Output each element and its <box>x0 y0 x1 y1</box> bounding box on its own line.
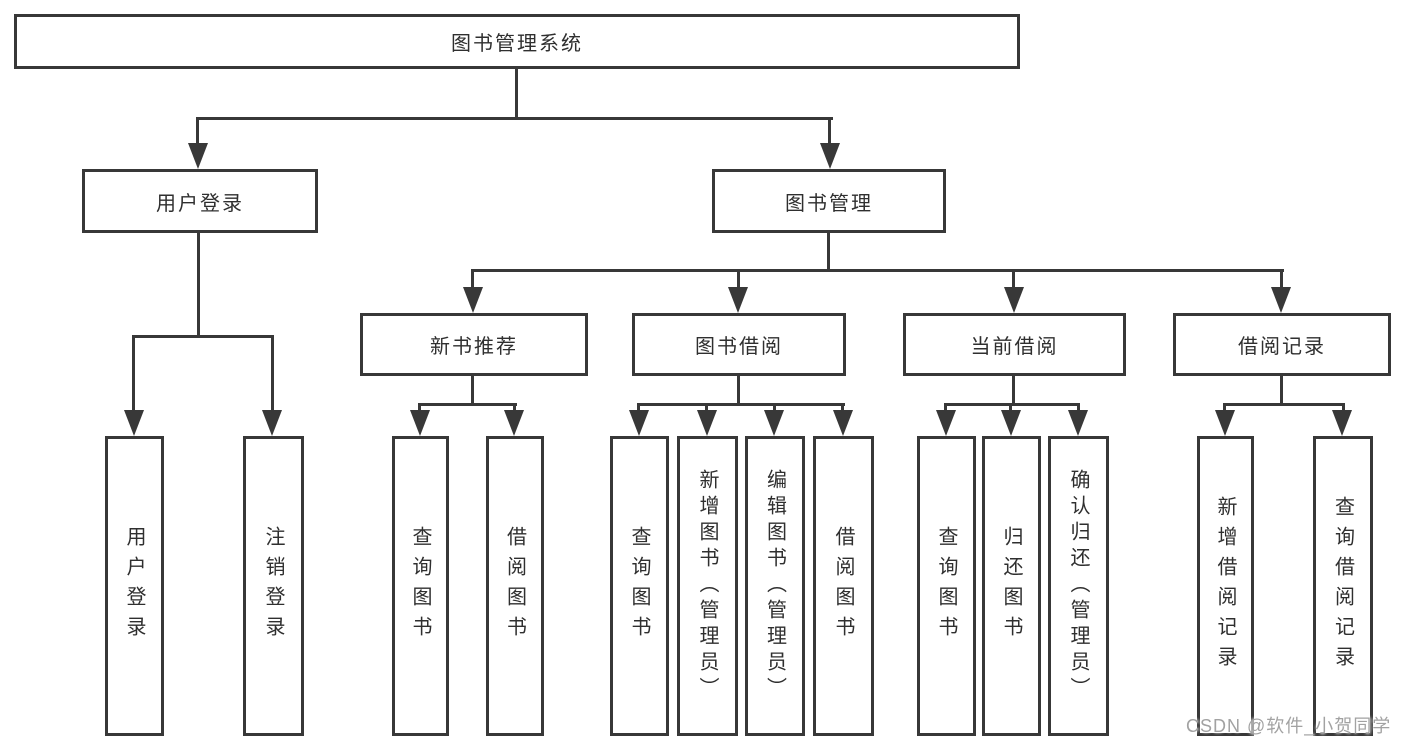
node-book-borrow: 图书借阅 <box>632 313 846 376</box>
connector-line <box>705 403 708 413</box>
node-user-login: 用户登录 <box>82 169 318 233</box>
leaf-logout: 注销登录 <box>243 436 304 736</box>
connector-line <box>1223 403 1226 413</box>
arrow-down-icon <box>820 143 840 169</box>
leaf-label: 查询图书 <box>628 526 650 646</box>
connector-line <box>132 335 274 338</box>
node-label: 图书管理 <box>785 192 873 215</box>
arrow-down-icon <box>1332 410 1352 436</box>
connector-line <box>827 233 830 272</box>
arrow-down-icon <box>410 410 430 436</box>
connector-line <box>197 232 200 338</box>
node-book-management: 图书管理 <box>712 169 946 233</box>
arrow-down-icon <box>504 410 524 436</box>
connector-line <box>637 403 640 413</box>
leaf-bb-add-book-admin: 新增图书（管理员） <box>677 436 738 736</box>
connector-line <box>1009 403 1012 413</box>
connector-line <box>196 117 199 145</box>
leaf-nbr-borrow-book: 借阅图书 <box>486 436 544 736</box>
connector-line <box>828 117 831 145</box>
leaf-label: 确认归还（管理员） <box>1067 469 1089 703</box>
arrow-down-icon <box>697 410 717 436</box>
node-label: 当前借阅 <box>970 336 1059 358</box>
arrow-down-icon <box>936 410 956 436</box>
connector-line <box>1223 403 1345 406</box>
connector-line <box>471 269 1284 272</box>
node-new-book-recommend: 新书推荐 <box>360 313 588 376</box>
leaf-br-query-record: 查询借阅记录 <box>1313 436 1373 736</box>
leaf-label: 新增借阅记录 <box>1214 496 1236 676</box>
connector-line <box>418 403 517 406</box>
arrow-down-icon <box>262 410 282 436</box>
node-label: 新书推荐 <box>430 336 518 358</box>
connector-line <box>1012 375 1015 406</box>
node-current-borrow: 当前借阅 <box>903 313 1126 376</box>
connector-line <box>944 403 1080 406</box>
leaf-cb-query-book: 查询图书 <box>917 436 976 736</box>
arrow-down-icon <box>124 410 144 436</box>
leaf-label: 借阅图书 <box>832 526 854 646</box>
leaf-label: 用户登录 <box>123 526 145 646</box>
arrow-down-icon <box>463 287 483 313</box>
connector-line <box>841 403 844 413</box>
leaf-nbr-query-book: 查询图书 <box>392 436 449 736</box>
arrow-down-icon <box>188 143 208 169</box>
connector-line <box>471 375 474 406</box>
node-label: 借阅记录 <box>1238 336 1326 358</box>
leaf-bb-query-book: 查询图书 <box>610 436 669 736</box>
leaf-cb-return-book: 归还图书 <box>982 436 1041 736</box>
leaf-br-add-record: 新增借阅记录 <box>1197 436 1254 736</box>
connector-line <box>773 403 776 413</box>
node-label: 图书管理系统 <box>451 33 583 55</box>
connector-line <box>944 403 947 413</box>
connector-line <box>1012 269 1015 289</box>
leaf-label: 借阅图书 <box>503 526 526 646</box>
arrow-down-icon <box>1068 410 1088 436</box>
leaf-bb-edit-book-admin: 编辑图书（管理员） <box>745 436 805 736</box>
leaf-label: 查询图书 <box>935 526 957 646</box>
node-label: 用户登录 <box>156 192 244 215</box>
connector-line <box>637 403 845 406</box>
watermark: CSDN @软件_小贺同学 <box>1186 716 1392 736</box>
connector-line <box>1280 269 1283 289</box>
connector-line <box>418 403 421 413</box>
connector-line <box>271 335 274 412</box>
leaf-label: 编辑图书（管理员） <box>763 469 786 703</box>
leaf-label: 新增图书（管理员） <box>696 469 718 703</box>
connector-line <box>196 117 833 120</box>
leaf-bb-borrow-book: 借阅图书 <box>813 436 874 736</box>
connector-line <box>737 375 740 406</box>
connector-line <box>1077 403 1080 413</box>
leaf-user-login: 用户登录 <box>105 436 164 736</box>
connector-line <box>132 335 135 412</box>
leaf-label: 注销登录 <box>262 526 284 646</box>
connector-line <box>515 68 518 120</box>
arrow-down-icon <box>833 410 853 436</box>
leaf-label: 归还图书 <box>1000 526 1022 646</box>
arrow-down-icon <box>1001 410 1021 436</box>
node-label: 图书借阅 <box>695 336 783 358</box>
arrow-down-icon <box>728 287 748 313</box>
connector-line <box>471 269 474 289</box>
arrow-down-icon <box>764 410 784 436</box>
arrow-down-icon <box>1271 287 1291 313</box>
node-borrow-record: 借阅记录 <box>1173 313 1391 376</box>
leaf-cb-confirm-return-admin: 确认归还（管理员） <box>1048 436 1109 736</box>
connector-line <box>1342 403 1345 413</box>
connector-line <box>1280 375 1283 406</box>
arrow-down-icon <box>1004 287 1024 313</box>
leaf-label: 查询借阅记录 <box>1331 496 1354 676</box>
connector-line <box>737 269 740 289</box>
connector-line <box>513 403 516 413</box>
arrow-down-icon <box>1215 410 1235 436</box>
leaf-label: 查询图书 <box>409 526 431 646</box>
node-root: 图书管理系统 <box>14 14 1020 69</box>
arrow-down-icon <box>629 410 649 436</box>
